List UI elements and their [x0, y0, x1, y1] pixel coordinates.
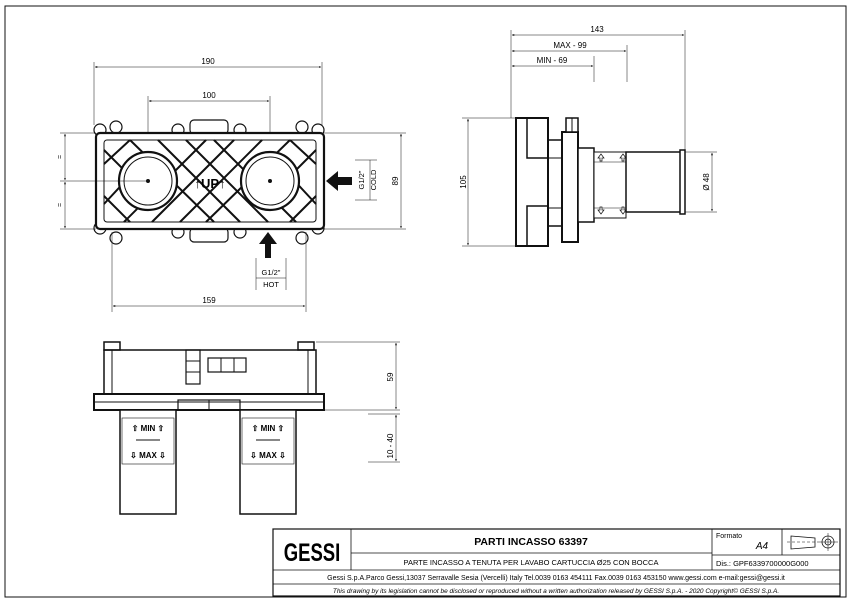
dim-min69: MIN - 69 [537, 56, 568, 65]
bottom-view [93, 341, 400, 515]
left-max-label: ⇩ MAX ⇩ [130, 451, 166, 460]
cold-size: G1/2" [357, 170, 366, 189]
dim-105: 105 [459, 175, 468, 189]
title-block-frame [272, 528, 841, 597]
side-front-plate [561, 131, 579, 243]
dim-89: 89 [391, 176, 400, 185]
dim-159: 159 [202, 296, 216, 305]
left-min-label: ⇧ MIN ⇧ [132, 424, 165, 433]
gessi-logo: GESSI [284, 538, 341, 566]
cold-label: COLD [369, 169, 378, 190]
format-value: A4 [755, 541, 769, 552]
dim-100: 100 [202, 91, 216, 100]
side-spout [625, 151, 683, 213]
side-back-plate [515, 117, 549, 247]
dim-190: 190 [201, 57, 215, 66]
hot-label: HOT [263, 280, 279, 289]
sheet-border [4, 5, 847, 598]
equal-mark-bottom: = [57, 203, 64, 207]
dim-max99: MAX - 99 [553, 41, 587, 50]
equal-mark-top: = [57, 155, 64, 159]
right-max-label: ⇩ MAX ⇩ [250, 451, 286, 460]
drawing-title: PARTI INCASSO 63397 [474, 536, 588, 548]
dim-48: Ø 48 [702, 173, 711, 191]
legal-notice: This drawing by its legislation cannot b… [333, 587, 779, 595]
projection-symbol-icon [787, 533, 838, 551]
front-view [60, 62, 406, 312]
side-view [462, 30, 717, 247]
sleeve-indicator-arrows [597, 153, 627, 215]
up-marking: ↑UP↑ [194, 176, 225, 191]
drawing-description: PARTE INCASSO A TENUTA PER LAVABO CARTUC… [404, 558, 659, 567]
right-min-label: ⇧ MIN ⇧ [252, 424, 285, 433]
hot-size: G1/2" [262, 268, 281, 277]
drawing-number: Dis.: GPF6339700000G000 [716, 559, 809, 568]
cold-inlet-arrow [326, 171, 352, 191]
right-sleeve [239, 409, 297, 515]
format-label: Formato [716, 533, 742, 540]
dim-59: 59 [386, 372, 395, 381]
hot-inlet-arrow [259, 232, 277, 258]
side-sleeve [577, 147, 595, 223]
company-address: Gessi S.p.A.Parco Gessi,13037 Serravalle… [327, 575, 785, 582]
left-sleeve [119, 409, 177, 515]
dim-143: 143 [590, 25, 604, 34]
dim-1040: 10 - 40 [386, 433, 395, 458]
